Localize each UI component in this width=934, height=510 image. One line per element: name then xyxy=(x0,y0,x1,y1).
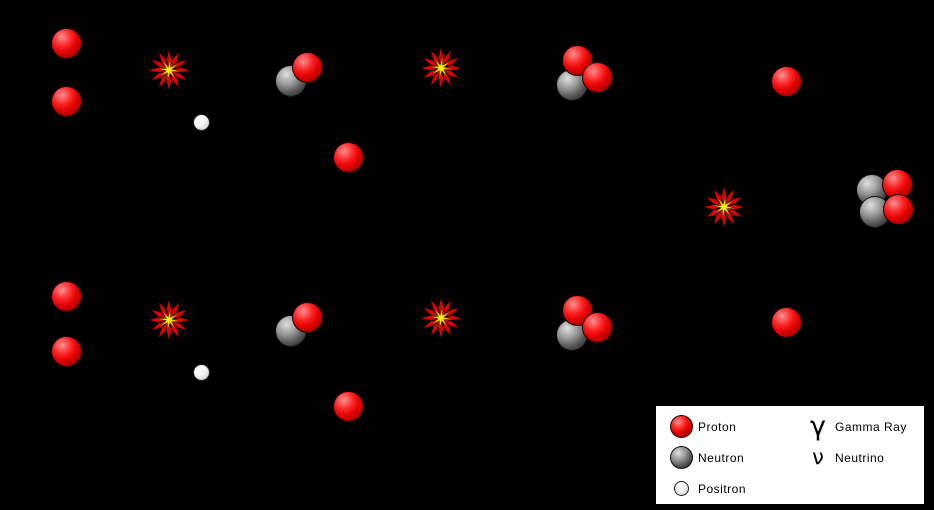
positron-sphere xyxy=(192,113,210,131)
legend-label-gamma-ray: Gamma Ray xyxy=(835,419,907,434)
proton-sphere xyxy=(332,390,364,422)
fusion-burst-icon xyxy=(145,296,193,344)
legend-label-neutron: Neutron xyxy=(698,450,745,465)
proton-sphere xyxy=(581,311,613,343)
proton-sphere xyxy=(291,51,323,83)
neutron-icon xyxy=(664,446,698,469)
fusion-burst-icon xyxy=(700,183,748,231)
positron-icon xyxy=(664,481,698,496)
positron-icon-sphere xyxy=(673,481,689,496)
legend-item-gamma-ray: γ Gamma Ray xyxy=(801,411,918,442)
proton-sphere xyxy=(50,27,82,59)
fusion-burst-icon xyxy=(417,44,465,92)
legend-item-neutrino: ν Neutrino xyxy=(801,442,918,473)
proton-icon-sphere xyxy=(669,415,693,438)
proton-sphere xyxy=(291,301,323,333)
fusion-burst-icon xyxy=(145,46,193,94)
proton-sphere xyxy=(882,193,914,225)
fusion-burst-icon xyxy=(417,294,465,342)
positron-sphere xyxy=(192,363,210,381)
legend-label-neutrino: Neutrino xyxy=(835,450,885,465)
proton-sphere xyxy=(50,85,82,117)
legend-item-positron: Positron xyxy=(664,473,801,504)
legend: Proton Neutron Positron γ Gamma Ray xyxy=(655,405,925,505)
legend-label-proton: Proton xyxy=(698,419,737,434)
legend-column-particles: Proton Neutron Positron xyxy=(656,406,801,504)
proton-icon xyxy=(664,415,698,438)
legend-label-positron: Positron xyxy=(698,481,747,496)
proton-sphere xyxy=(581,61,613,93)
legend-column-symbols: γ Gamma Ray ν Neutrino xyxy=(801,406,918,504)
proton-sphere xyxy=(50,280,82,312)
legend-item-neutron: Neutron xyxy=(664,442,801,473)
neutron-icon-sphere xyxy=(669,446,693,469)
proton-sphere xyxy=(50,335,82,367)
proton-sphere xyxy=(332,141,364,173)
proton-sphere xyxy=(770,306,802,338)
proton-sphere xyxy=(770,65,802,97)
gamma-ray-icon: γ xyxy=(810,411,826,442)
neutrino-icon: ν xyxy=(812,445,824,469)
legend-item-proton: Proton xyxy=(664,411,801,442)
